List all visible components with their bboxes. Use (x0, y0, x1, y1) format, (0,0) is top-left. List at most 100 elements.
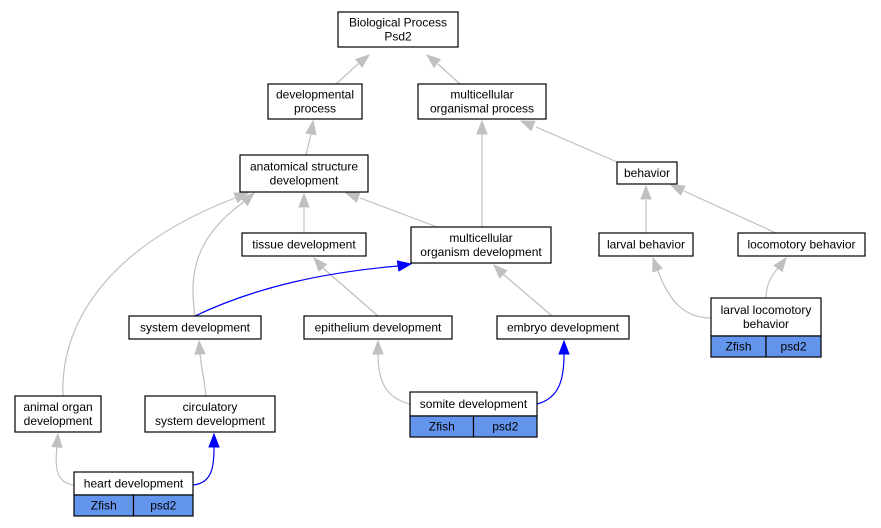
edge-animal-to-asd (62, 192, 250, 397)
arrowhead-epi-to-tissue (313, 256, 328, 272)
node-box (737, 232, 866, 257)
arrowhead-system-to-mcod (396, 260, 413, 272)
tag-label: Zfish (725, 340, 751, 354)
arrowhead-somite-to-epi (372, 339, 384, 355)
arrowhead-animal-to-asd (233, 192, 250, 204)
edge-somite-to-embryo (536, 339, 570, 405)
edge-mcod-to-asd (344, 192, 438, 228)
node-label-line: organismal process (430, 102, 534, 116)
node-label-line: embryo development (507, 321, 620, 335)
arrowhead-system-to-asd (240, 192, 256, 207)
edge-layer (51, 54, 787, 486)
node-label-line: locomotory behavior (747, 238, 855, 252)
edge-somite-to-epi (372, 339, 411, 405)
node-label-line: development (24, 414, 93, 428)
arrowhead-somite-to-embryo (558, 339, 570, 355)
edge-system-to-mcod (194, 260, 413, 317)
edge-mcproc-to-bp (425, 54, 461, 85)
node-box (144, 395, 276, 433)
node-box (616, 161, 678, 185)
arrowhead-behavior-to-mcproc (519, 120, 536, 132)
node-box (303, 315, 453, 340)
arrowhead-mcod-to-asd (344, 192, 361, 203)
arrowhead-llb-to-loco (773, 256, 787, 273)
node-box (241, 232, 367, 257)
node-label-line: system development (140, 321, 251, 335)
node-label-line: circulatory (183, 400, 238, 414)
arrowhead-larval-to-behavior (640, 184, 652, 200)
edge-devproc-to-bp (335, 54, 371, 85)
node-label-line: larval behavior (607, 238, 685, 252)
arrowhead-devproc-to-bp (354, 54, 371, 68)
node-label-line: epithelium development (315, 321, 442, 335)
node-label-line: multicellular (450, 88, 513, 102)
node-label-line: organism development (420, 245, 542, 259)
node-box (410, 226, 552, 264)
node-label-line: somite development (420, 397, 528, 411)
node-loco[interactable]: locomotory behavior (737, 232, 866, 257)
node-box (598, 232, 694, 257)
node-tissue[interactable]: tissue development (241, 232, 367, 257)
arrowhead-tissue-to-asd (298, 192, 310, 208)
node-system[interactable]: system development (128, 315, 262, 340)
node-box (337, 11, 459, 48)
arrowhead-heart-to-animal (51, 432, 63, 448)
node-larval[interactable]: larval behavior (598, 232, 694, 257)
tag-cell (132, 494, 194, 517)
edge-behavior-to-mcproc (519, 120, 618, 163)
node-box (239, 154, 369, 193)
node-label-line: behavior (624, 166, 670, 180)
node-box (496, 315, 630, 340)
edge-llb-to-larval (652, 256, 712, 319)
node-epi[interactable]: epithelium development (303, 315, 453, 340)
arrowhead-mcproc-to-bp (425, 54, 442, 68)
tag-label: psd2 (492, 420, 518, 434)
node-box (417, 83, 547, 120)
edge-llb-to-loco (765, 256, 787, 299)
tag-label: Zfish (429, 420, 455, 434)
node-label-line: animal organ (23, 400, 92, 414)
edge-heart-to-circ (192, 432, 220, 486)
node-embryo[interactable]: embryo development (496, 315, 630, 340)
arrowhead-heart-to-circ (208, 432, 220, 448)
node-box (267, 83, 363, 120)
node-label-line: process (294, 102, 336, 116)
arrowhead-mcod-to-mcproc (476, 119, 488, 135)
edge-heart-to-animal (51, 432, 75, 486)
node-label-line: anatomical structure (250, 160, 358, 174)
arrowhead-asd-to-devproc (305, 119, 317, 136)
node-label-line: developmental (276, 88, 354, 102)
edge-asd-to-devproc (305, 119, 317, 156)
edge-loco-to-behavior (669, 184, 777, 234)
edge-circ-to-system (194, 339, 207, 397)
node-behavior[interactable]: behavior (616, 161, 678, 185)
edge-epi-to-tissue (313, 256, 379, 317)
node-label-line: tissue development (252, 238, 356, 252)
node-label-line: multicellular (449, 231, 512, 245)
node-label-line: Biological Process (349, 16, 447, 30)
node-box (710, 297, 822, 337)
node-label-line: heart development (84, 477, 184, 491)
edge-system-to-asd (192, 192, 256, 317)
arrowhead-loco-to-behavior (669, 184, 686, 196)
node-box (128, 315, 262, 340)
tag-cell (765, 335, 822, 358)
arrowhead-embryo-to-mcod (493, 264, 508, 279)
arrowhead-circ-to-system (194, 339, 206, 355)
edge-tissue-to-asd (298, 192, 310, 233)
node-label-line: system development (155, 414, 266, 428)
node-label-line: behavior (743, 317, 789, 331)
edge-mcod-to-mcproc (476, 119, 488, 227)
